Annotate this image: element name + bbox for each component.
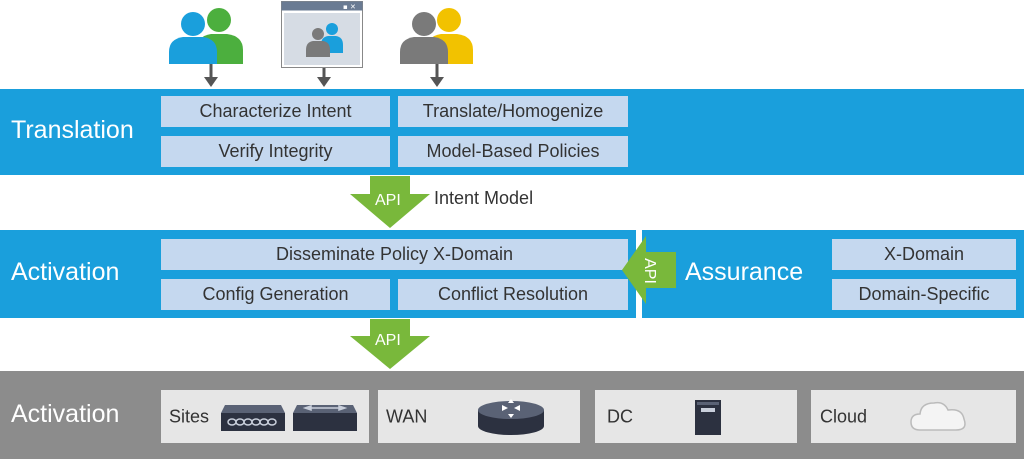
translation-label: Translation	[11, 116, 134, 144]
infrastructure-label: Activation	[11, 400, 120, 428]
model-based-policies-box: Model-Based Policies	[398, 136, 628, 167]
api-assurance-label: API	[640, 258, 658, 284]
assurance-band: Assurance X-Domain Domain-Specific	[642, 230, 1024, 318]
dc-label: DC	[607, 406, 633, 426]
intent-model-label: Intent Model	[434, 188, 534, 208]
arrow-down-icon	[317, 68, 331, 87]
switch-icon	[293, 404, 357, 431]
assurance-label: Assurance	[685, 258, 804, 286]
config-generation-box: Config Generation	[161, 279, 390, 310]
api-bottom-label: API	[375, 332, 401, 349]
user-app-window-icon: ▪ ✕	[281, 1, 363, 68]
svg-text:▪ ✕: ▪ ✕	[343, 3, 356, 11]
characterize-intent-box: Characterize Intent	[161, 96, 390, 127]
translation-band: Translation Characterize Intent Translat…	[0, 89, 1024, 175]
api-arrow-left	[622, 236, 676, 304]
verify-integrity-box: Verify Integrity	[161, 136, 390, 167]
sites-label: Sites	[169, 406, 210, 426]
activation-label: Activation	[11, 258, 120, 286]
api-arrow-down	[350, 176, 430, 228]
cloud-label: Cloud	[820, 406, 868, 426]
api-top-label: API	[375, 192, 401, 209]
users-icon-gray-yellow	[400, 8, 473, 64]
users-icon-blue-green	[169, 8, 243, 64]
switch-icon	[221, 405, 285, 431]
router-icon	[478, 399, 544, 435]
server-icon	[695, 400, 721, 435]
disseminate-policy-box: Disseminate Policy X-Domain	[161, 239, 628, 270]
translate-homogenize-box: Translate/Homogenize	[398, 96, 628, 127]
wan-label: WAN	[386, 406, 428, 426]
arrow-down-icon	[204, 64, 218, 87]
domain-specific-box: Domain-Specific	[832, 279, 1016, 310]
conflict-resolution-box: Conflict Resolution	[398, 279, 628, 310]
activation-band: Activation Disseminate Policy X-Domain C…	[0, 230, 636, 318]
api-arrow-down	[350, 319, 430, 369]
x-domain-box: X-Domain	[832, 239, 1016, 270]
arrow-down-icon	[430, 64, 444, 87]
cloud-icon	[910, 401, 966, 431]
